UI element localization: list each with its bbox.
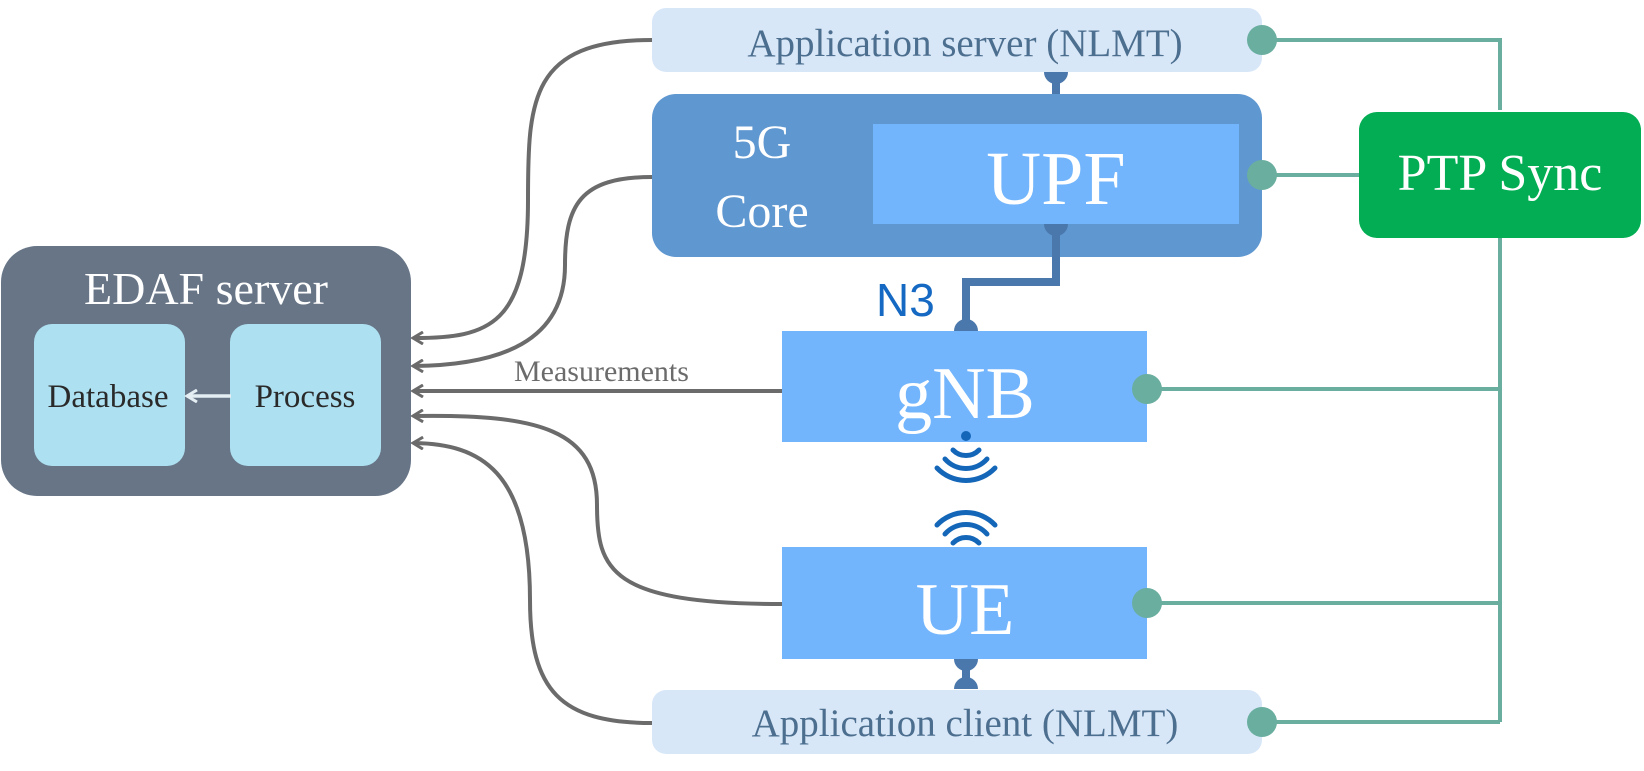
measurement-arrows	[414, 38, 783, 725]
arrow-from-app-client	[414, 443, 653, 725]
gnb-antenna-icon	[934, 431, 998, 483]
upf-label: UPF	[986, 137, 1125, 221]
5g-core-label-line1: 5G	[733, 116, 792, 169]
ptp-sync-box	[1359, 112, 1641, 238]
arrow-from-app-server	[414, 38, 653, 338]
app-client-sync-port	[1247, 707, 1277, 737]
arrow-from-core	[414, 175, 653, 366]
gnb: gNB	[782, 331, 1162, 442]
sync-line-app-server	[1262, 38, 1502, 110]
application-server-label: Application server (NLMT)	[747, 22, 1182, 65]
gnb-box	[782, 331, 1147, 442]
app-server-sync-port	[1247, 25, 1277, 55]
gnb-sync-port	[1132, 374, 1162, 404]
edaf-server: EDAF server Database Process	[1, 246, 411, 496]
gnb-label: gNB	[895, 353, 1035, 435]
n3-line	[962, 224, 1060, 331]
upf-sync-port	[1247, 160, 1277, 190]
measurements-label: Measurements	[514, 355, 689, 388]
ptp-sync: PTP Sync	[1359, 112, 1641, 238]
n3-gnb-port	[954, 319, 978, 331]
database-label: Database	[48, 379, 169, 415]
process-label: Process	[255, 379, 356, 415]
application-client-box	[652, 690, 1262, 754]
ue-app-client-connector	[954, 659, 978, 689]
edaf-server-title: EDAF server	[84, 263, 328, 314]
upf-box	[873, 124, 1239, 224]
5g-core-label-line2: Core	[715, 185, 808, 238]
application-server: Application server (NLMT)	[652, 8, 1277, 72]
ptp-sync-label: PTP Sync	[1398, 145, 1603, 202]
ue-label: UE	[916, 569, 1015, 651]
n3-label: N3	[876, 274, 935, 326]
ptp-sync-wiring	[1147, 38, 1502, 724]
ue: UE	[782, 547, 1162, 659]
application-client: Application client (NLMT)	[652, 690, 1277, 754]
5g-core: 5G Core UPF	[652, 94, 1277, 257]
process-box	[230, 324, 381, 466]
n3-interface: N3	[876, 224, 1068, 331]
n3-upf-port	[1044, 224, 1068, 236]
arrow-from-ue	[414, 416, 783, 606]
ue-box	[782, 547, 1147, 659]
database-box	[34, 324, 185, 466]
application-client-label: Application client (NLMT)	[752, 702, 1179, 745]
application-server-box	[652, 8, 1262, 72]
ue-sync-port	[1132, 588, 1162, 618]
